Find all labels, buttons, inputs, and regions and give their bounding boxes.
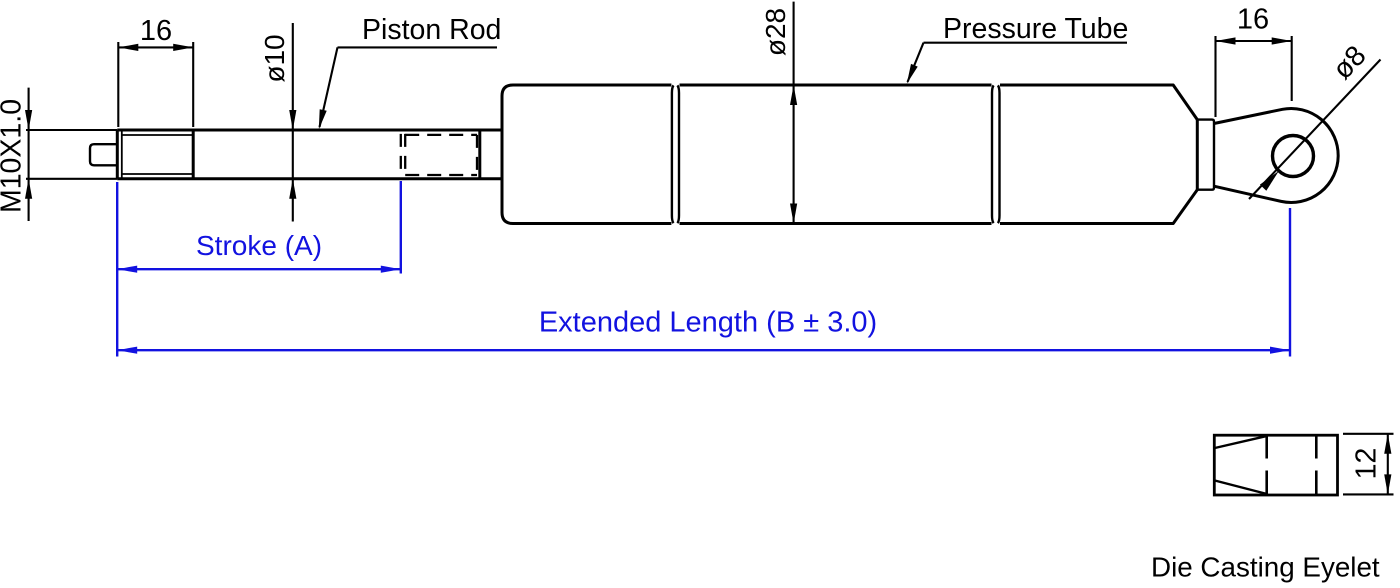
- svg-text:16: 16: [1237, 4, 1269, 36]
- svg-text:16: 16: [140, 15, 172, 47]
- svg-text:Stroke (A): Stroke (A): [196, 230, 322, 261]
- svg-text:Pressure Tube: Pressure Tube: [943, 13, 1128, 45]
- svg-text:M10X1.0: M10X1.0: [0, 99, 28, 213]
- svg-text:Piston Rod: Piston Rod: [362, 14, 501, 46]
- svg-text:ø10: ø10: [259, 34, 290, 82]
- svg-text:Extended Length (B ± 3.0): Extended Length (B ± 3.0): [539, 307, 877, 339]
- svg-text:12: 12: [1351, 448, 1383, 480]
- svg-text:Die Casting Eyelet: Die Casting Eyelet: [1151, 552, 1380, 583]
- svg-text:ø28: ø28: [760, 8, 791, 56]
